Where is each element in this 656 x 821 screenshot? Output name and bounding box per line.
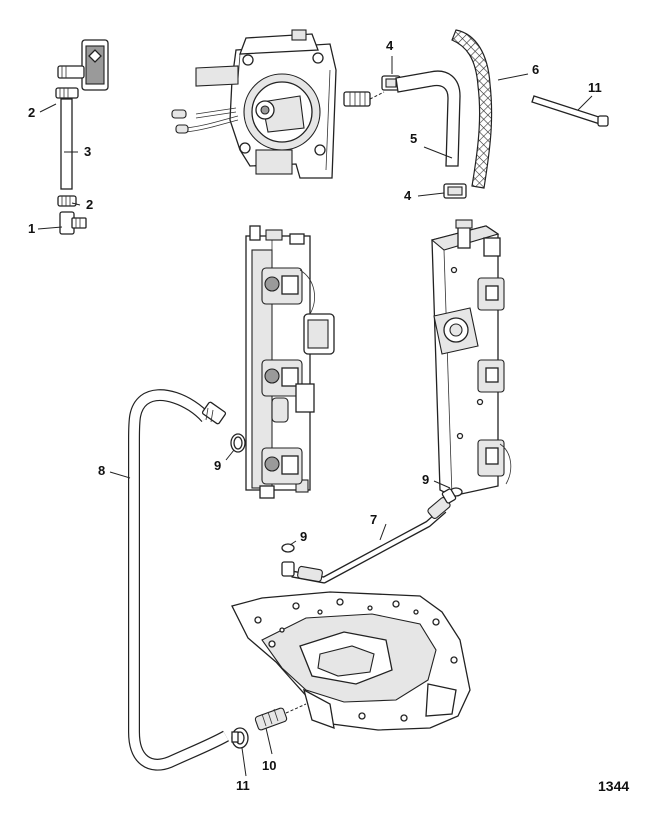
tee-fitting-top [57,39,109,91]
long-fuel-hose [128,389,229,771]
o-ring-left [230,433,246,453]
callout-4-lower: 4 [404,188,412,203]
hose-barb-fitting [254,703,307,731]
cable-tie-lower [231,727,249,749]
leader-lines [37,56,593,777]
callout-2-upper: 2 [28,105,35,120]
callout-2-lower: 2 [86,197,93,212]
o-ring-lower [281,543,295,553]
callout-5: 5 [410,131,417,146]
callout-1: 1 [28,221,35,236]
callout-11-lower: 11 [236,778,250,793]
adapter-plate [231,591,471,731]
straight-tube [60,98,73,190]
fuel-rail-left [245,225,335,499]
callout-3: 3 [84,144,91,159]
callout-labels: 1 2 2 3 4 4 5 6 7 8 9 9 9 10 11 11 1344 [28,38,629,794]
pump-wire-leads [171,107,239,134]
fitting-lower [57,195,77,207]
callout-11-upper: 11 [588,80,602,95]
cable-tie-top [531,95,609,127]
braided-sleeve [451,29,493,189]
formed-fuel-hose [395,70,461,167]
callout-7: 7 [370,512,377,527]
fitting-upper [55,87,79,99]
callout-4-upper: 4 [386,38,394,53]
crossover-fuel-line [281,488,457,584]
hose-clamp-lower [443,183,467,199]
callout-9-lower: 9 [300,529,307,544]
callout-8: 8 [98,463,105,478]
callout-6: 6 [532,62,539,77]
barb-fitting [343,91,371,107]
elbow-fitting [59,211,87,235]
callout-9-left: 9 [214,458,221,473]
callout-9-right: 9 [422,472,429,487]
fuel-rail-right [430,219,512,497]
callout-10: 10 [262,758,276,773]
fuel-pump-assembly [195,29,337,179]
figure-number: 1344 [598,778,629,794]
